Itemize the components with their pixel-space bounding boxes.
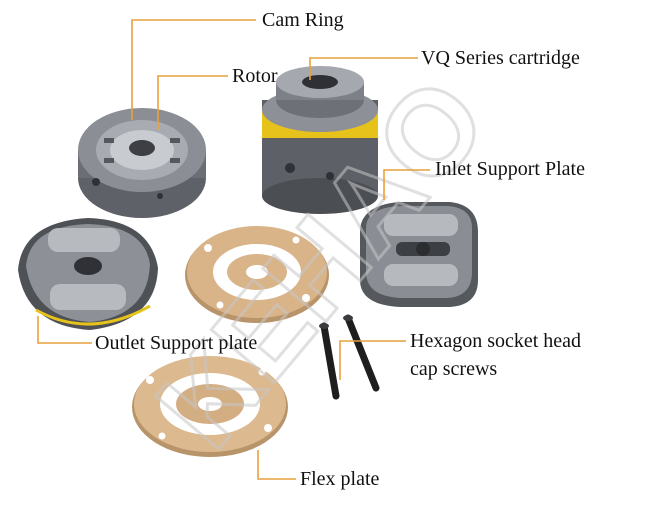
cam-ring-part xyxy=(78,108,206,218)
flex-plate-label: Flex plate xyxy=(300,468,380,490)
inlet-plate-leader xyxy=(383,169,430,200)
outlet-support-plate-part xyxy=(18,218,158,330)
vq-cartridge-leader xyxy=(309,57,418,80)
outlet-plate-leader xyxy=(37,316,92,344)
bronze-port-plate-part xyxy=(185,226,329,323)
rotor-leader xyxy=(157,75,228,130)
rotor-label: Rotor xyxy=(232,65,278,87)
cap-screws-leader xyxy=(339,340,406,380)
inlet-support-plate-part xyxy=(360,202,478,307)
outlet-support-plate-label: Outlet Support plate xyxy=(95,332,258,354)
cam-ring-leader xyxy=(131,19,256,120)
cap-screws-label-line2: cap screws xyxy=(410,358,498,380)
inlet-support-plate-label: Inlet Support Plate xyxy=(435,158,585,180)
flex-plate-part xyxy=(132,356,288,457)
cap-screws-part xyxy=(319,314,380,400)
leader-lines xyxy=(37,19,430,480)
vq-cartridge-label: VQ Series cartridge xyxy=(421,47,580,69)
cam-ring-label: Cam Ring xyxy=(262,9,344,31)
cap-screws-label-line1: Hexagon socket head xyxy=(410,330,582,352)
flex-plate-leader xyxy=(257,450,296,480)
vq-cartridge-part xyxy=(262,66,378,214)
